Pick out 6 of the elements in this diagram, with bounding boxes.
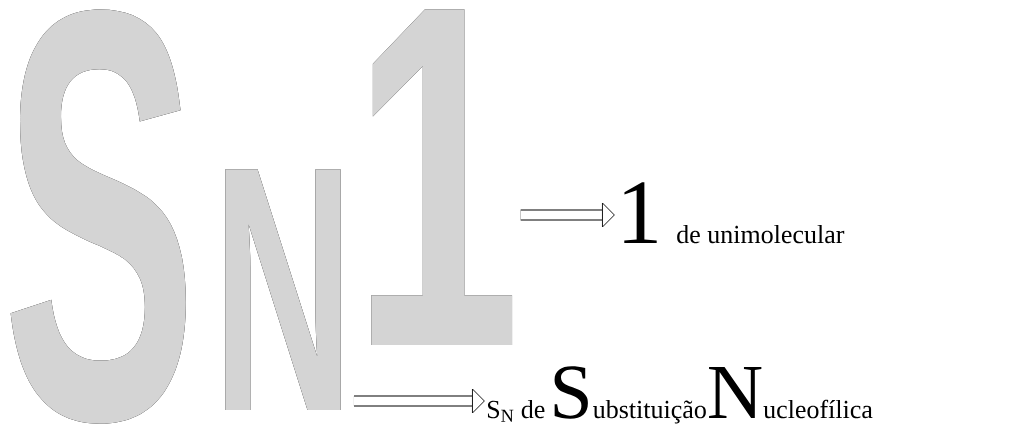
outline-letter: N — [225, 169, 341, 410]
block-arrow — [520, 202, 615, 228]
outline-letter: S — [10, 9, 186, 424]
block-arrow — [353, 388, 485, 414]
outline-letter: 1 — [371, 9, 513, 345]
definition-text: 1 de unimolecular — [624, 182, 845, 244]
